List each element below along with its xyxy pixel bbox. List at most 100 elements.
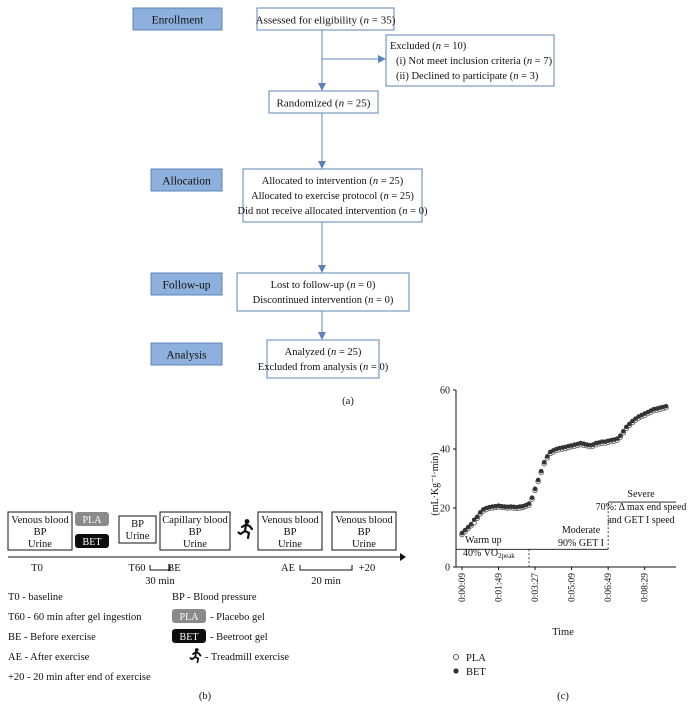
analysis-line-1: Analyzed (n = 25) [285,347,362,358]
caption-b: (b) [199,691,212,702]
box-ae [257,511,323,551]
legend-pla-badge-text: PLA [180,612,200,623]
legend-treadmill-text: - Treadmill exercise [205,652,289,663]
data-point-bet [471,517,477,523]
label-be: BE [167,563,180,574]
analysis-box [266,339,380,379]
data-point-bet [526,501,532,506]
legend-be: BE - Before exercise [8,632,96,643]
legend-pla-badge [172,609,206,623]
data-point-bet [468,521,474,527]
followup-box [236,272,410,312]
box-t60 [118,515,157,544]
box-plus20-line-1: Venous blood [335,515,393,526]
y-tick-label: 20 [440,504,450,515]
stage-enrollment-box [132,7,223,31]
runner-icon [237,519,254,540]
randomized-text: Randomized (n = 25) [277,98,371,110]
box-t0-line-2: BP [34,527,47,538]
assessed-text: Assessed for eligibility (n = 35) [256,15,396,27]
stage-analysis-box [150,342,223,366]
excluded-box [385,34,555,87]
data-point-bet [541,459,547,465]
legend-bet-badge [172,629,206,643]
annotation-moderate-1: Moderate [562,525,601,536]
allocation-line-1: Allocated to intervention (n = 25) [262,176,404,187]
legend-plus20: +20 - 20 min after end of exercise [8,672,151,683]
data-point-bet [663,403,669,409]
data-point-bet [624,424,629,430]
data-point-bet [459,530,465,536]
annotation-severe-3: and GET I speed [607,515,674,526]
data-point-bet [544,454,550,459]
chart-ylabel: (mL·Kg⁻¹·min) [430,452,441,515]
y-tick-label: 40 [440,445,450,456]
stage-allocation-label: Allocation [162,176,211,188]
x-tick-label: 0:00:09 [458,573,468,602]
excluded-title: Excluded (n = 10) [390,41,467,52]
y-tick-label: 0 [445,563,450,574]
stage-enrollment-label: Enrollment [152,15,205,27]
x-tick-label: 0:06:49 [604,573,614,602]
stage-analysis-label: Analysis [166,350,207,362]
y-tick-label: 60 [440,386,450,397]
box-plus20-line-2: BP [358,527,371,538]
chart-xlabel: Time [552,627,574,638]
legend-bet-badge-text: BET [180,632,199,643]
legend-pla-label: PLA [466,653,486,664]
data-point-bet [477,510,483,515]
pla-badge-text: PLA [83,515,103,526]
data-point-bet [535,477,541,483]
annotation-moderate-2: 90% GET I [558,538,604,549]
legend-bet-marker [453,668,459,674]
annotation-severe-1: Severe [627,489,655,500]
data-point-bet [465,524,471,530]
label-30min: 30 min [145,576,175,587]
legend-t60: T60 - 60 min after gel ingestion [8,612,142,623]
label-ae: AE [281,563,295,574]
data-point-bet [614,436,620,441]
randomized-box [268,90,379,114]
timeline-arrowhead [400,553,406,561]
data-point-bet [618,433,623,439]
followup-line-1: Lost to follow-up (n = 0) [271,280,376,291]
assessed-box [256,7,395,31]
legend-pla-text: - Placebo gel [210,612,265,623]
x-tick-label: 0:05:09 [568,573,578,602]
followup-line-2: Discontinued intervention (n = 0) [253,295,394,306]
box-be-line-1: Capillary blood [162,515,228,526]
excluded-line-2: (ii) Declined to participate (n = 3) [396,71,539,82]
bet-badge-text: BET [83,537,102,548]
label-t0: T0 [31,563,43,574]
box-t0-line-3: Urine [28,539,52,550]
legend-bp: BP - Blood pressure [172,592,257,603]
stage-followup-label: Follow-up [163,280,211,292]
analysis-line-2: Excluded from analysis (n = 0) [258,362,389,373]
legend-runner-icon [189,648,202,664]
legend-pla-marker [452,653,460,661]
data-point-bet [474,514,480,520]
pla-badge [75,512,109,526]
panel-a-flowchart: Enrollment Allocation Follow-up Analysis… [132,7,555,407]
label-plus20: +20 [359,563,375,574]
data-point-bet [627,421,632,427]
data-point-bet [532,486,538,492]
data-point-bet [462,527,468,533]
box-t60-line-1: BP [131,519,144,530]
stage-allocation-box [150,168,223,192]
legend-bet-text: - Beetroot gel [210,632,268,643]
annotation-warmup-2: 40% VO2peak [463,548,515,560]
data-point-bet [621,429,626,434]
allocation-box [242,168,423,223]
label-t60: T60 [129,563,146,574]
box-ae-line-3: Urine [278,539,302,550]
allocation-line-3: Did not receive allocated intervention (… [238,206,428,217]
panel-c-chart: (mL·Kg⁻¹·min) Time Warm up 40% VO2peak M… [430,386,686,703]
data-point-bet [538,468,544,474]
caption-a: (a) [342,396,354,407]
box-plus20-line-3: Urine [352,539,376,550]
legend-t0: T0 - baseline [8,592,63,603]
box-be-line-3: Urine [183,539,207,550]
